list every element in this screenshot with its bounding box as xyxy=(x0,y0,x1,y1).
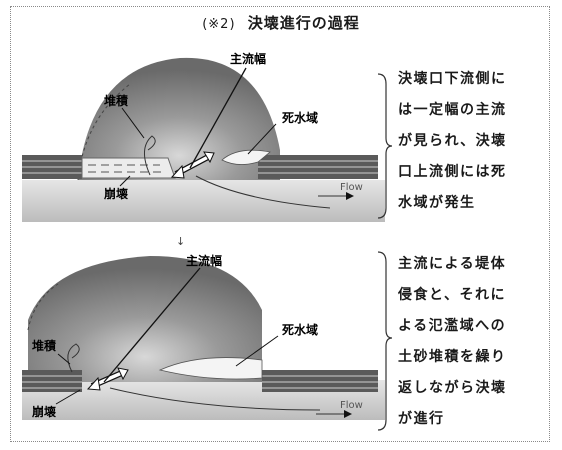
bottom-left-levee xyxy=(22,370,82,392)
bottom-label-main-flow: 主流幅 xyxy=(186,253,222,268)
step-marker: ↓ xyxy=(176,235,185,248)
top-ground xyxy=(22,180,385,222)
bottom-description-line: 返しながら決壊 xyxy=(398,380,507,396)
bottom-leader-main-flow xyxy=(103,267,201,383)
top-description: 決壊口下流側に は一定幅の主流 が見られ、決壊 口上流側には死 水域が発生 xyxy=(398,64,538,219)
bottom-label-flow: Flow xyxy=(340,400,363,411)
top-description-line: は一定幅の主流 xyxy=(398,102,507,118)
bottom-description-line: 主流による堤体 xyxy=(398,256,507,272)
top-main-flow-arrow xyxy=(170,151,215,179)
top-right-levee xyxy=(258,155,378,179)
bottom-description-line: よる氾濫域への xyxy=(398,318,507,334)
top-label-flow: Flow xyxy=(340,182,363,193)
bottom-description: 主流による堤体 侵食と、それに よる氾濫域への 土砂堆積を繰り 返しながら決壊 … xyxy=(398,249,538,435)
top-description-line: 決壊口下流側に xyxy=(398,71,507,87)
bottom-description-line: 土砂堆積を繰り xyxy=(398,349,507,365)
bottom-main-flow-arrow xyxy=(86,367,129,391)
top-label-deposition: 堆積 xyxy=(104,93,129,108)
bottom-leader-collapse xyxy=(55,389,81,405)
top-leader-main-flow xyxy=(189,67,247,169)
top-label-collapse: 崩壊 xyxy=(104,186,129,201)
bottom-right-levee xyxy=(262,370,378,392)
bottom-flow-curve xyxy=(109,387,321,411)
bottom-label-dead-water: 死水域 xyxy=(282,322,318,337)
bottom-description-line: が進行 xyxy=(398,411,445,427)
top-description-line: が見られ、決壊 xyxy=(398,133,507,149)
top-left-levee xyxy=(22,155,82,179)
top-dead-water-zone xyxy=(221,149,271,165)
title-note: (※2) xyxy=(202,17,236,32)
bottom-dead-water-zone xyxy=(158,357,263,380)
top-leader-dead-water xyxy=(247,123,277,155)
bottom-leader-deposition xyxy=(57,353,71,365)
top-leader-deposition xyxy=(121,107,145,139)
top-description-line: 水域が発生 xyxy=(398,195,476,211)
bottom-description-line: 侵食と、それに xyxy=(398,287,506,303)
bottom-flood-dome xyxy=(28,256,262,382)
title-text: 決壊進行の過程 xyxy=(247,14,360,32)
top-label-dead-water: 死水域 xyxy=(282,110,318,125)
bottom-leader-dead-water xyxy=(235,335,279,367)
top-leader-collapse xyxy=(119,175,131,187)
bottom-panel-diagram: 主流幅 堆積 死水域 崩壊 Flow xyxy=(22,253,385,420)
bottom-deposition-curl xyxy=(67,343,80,373)
top-bracket xyxy=(377,73,393,219)
figure-frame xyxy=(10,6,550,442)
top-flood-dome xyxy=(78,57,280,181)
bottom-label-collapse: 崩壊 xyxy=(32,404,57,419)
top-panel-diagram: 主流幅 堆積 死水域 崩壊 Flow xyxy=(22,51,385,222)
top-label-main-flow: 主流幅 xyxy=(230,51,266,66)
top-flow-curve xyxy=(195,175,331,209)
bottom-bracket xyxy=(377,251,393,431)
top-deposition-curl xyxy=(144,135,156,176)
figure-title: (※2) 決壊進行の過程 xyxy=(0,12,562,33)
bottom-label-deposition: 堆積 xyxy=(32,338,57,353)
top-collapse-block xyxy=(81,157,176,179)
top-description-line: 口上流側には死 xyxy=(398,164,507,180)
